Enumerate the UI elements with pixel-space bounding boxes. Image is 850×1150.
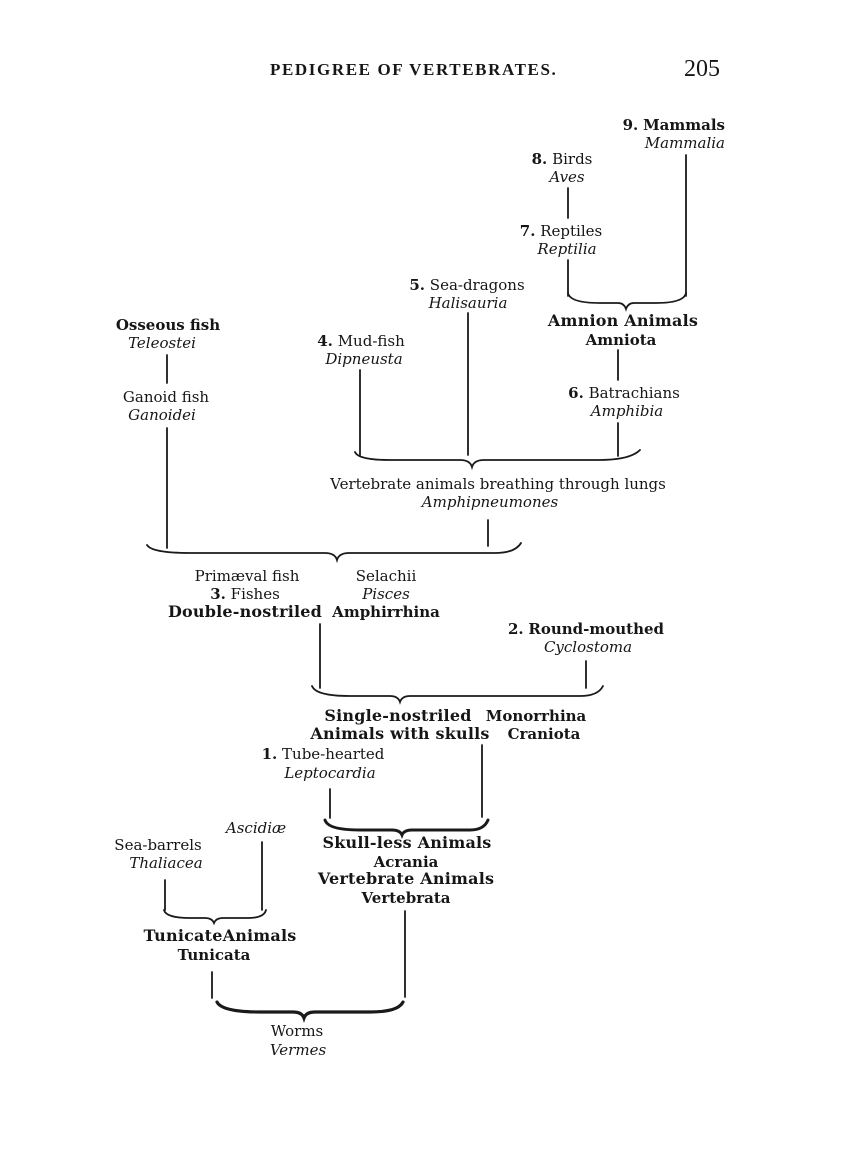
mud-fish-number: 4. — [317, 332, 333, 350]
tunicate-latin: Tunicata — [177, 946, 251, 964]
node-tube-hearted: 1. Tube-hearted — [262, 745, 385, 763]
single-nostriled-latin2: Craniota — [507, 725, 581, 743]
worms-latin: Vermes — [269, 1041, 327, 1059]
batrachians-name: Batrachians — [588, 384, 680, 402]
sea-barrels-name: Sea-barrels — [114, 836, 202, 854]
single-nostriled-line1: Single-nostriled — [324, 706, 472, 725]
vertebrate-animals-latin: Vertebrata — [361, 889, 451, 907]
tube-hearted-number: 1. — [261, 745, 278, 763]
single-nostriled-latin1: Monorrhina — [485, 707, 587, 725]
mud-fish-latin: Dipneusta — [325, 350, 403, 368]
brace-amnion — [567, 292, 687, 312]
skull-less-name: Skull-less Animals — [322, 833, 492, 852]
birds-latin: Aves — [549, 168, 585, 186]
vertebrate-animals-name: Vertebrate Animals — [317, 869, 495, 888]
birds-name: Birds — [552, 150, 593, 168]
round-mouthed-number: 2. — [507, 620, 524, 638]
node-batrachians: 6. Batrachians — [568, 384, 680, 402]
tube-hearted-name: Tube-hearted — [282, 745, 385, 763]
brace-lung-breathers — [354, 449, 641, 471]
ganoid-fish-name: Ganoid fish — [122, 388, 210, 406]
single-nostriled-line2: Animals with skulls — [310, 724, 490, 743]
skull-less-latin: Acrania — [373, 853, 439, 871]
page-number: 205 — [684, 56, 720, 82]
lung-breathers-name: Vertebrate animals breathing through lun… — [330, 475, 666, 493]
mammals-name: Mammals — [643, 116, 725, 134]
node-fishes: 3. Fishes — [210, 585, 280, 603]
fishes-name: Fishes — [230, 585, 280, 603]
node-mud-fish: 4. Mud-fish — [317, 332, 405, 350]
round-mouthed-name: Round-mouthed — [528, 620, 665, 638]
node-mammals: 9. Mammals — [623, 116, 725, 134]
brace-worms — [215, 1000, 405, 1024]
reptiles-name: Reptiles — [540, 222, 603, 240]
node-birds: 8. Birds — [532, 150, 593, 168]
primaeval-fish-name: Primæval fish — [194, 567, 300, 585]
sea-dragons-number: 5. — [409, 276, 426, 294]
node-round-mouthed: 2. Round-mouthed — [508, 620, 664, 638]
osseous-fish-latin: Teleostei — [128, 334, 196, 352]
amnion-name: Amnion Animals — [547, 311, 699, 330]
sea-barrels-latin: Thaliacea — [129, 854, 203, 872]
page-header-title: PEDIGREE OF VERTEBRATES. — [270, 60, 558, 79]
sea-dragons-name: Sea-dragons — [429, 276, 525, 294]
ascidiae-latin: Ascidiæ — [225, 819, 287, 837]
brace-single-nostriled — [311, 685, 604, 705]
reptiles-latin: Reptilia — [537, 240, 597, 258]
tube-hearted-latin: Leptocardia — [284, 764, 376, 782]
amnion-latin: Amniota — [585, 331, 657, 349]
selachii-name: Selachii — [355, 567, 417, 585]
worms-name: Worms — [270, 1022, 324, 1040]
brace-tunicate — [163, 909, 267, 926]
brace-skull-less — [323, 818, 490, 840]
mud-fish-name: Mud-fish — [337, 332, 405, 350]
batrachians-number: 6. — [568, 384, 584, 402]
batrachians-latin: Amphibia — [590, 402, 664, 420]
selachii-latin: Pisces — [362, 585, 410, 603]
double-nostriled-latin: Amphirrhina — [332, 603, 440, 621]
node-sea-dragons: 5. Sea-dragons — [409, 276, 524, 294]
fishes-number: 3. — [210, 585, 226, 603]
reptiles-number: 7. — [519, 222, 536, 240]
round-mouthed-latin: Cyclostoma — [543, 638, 633, 656]
mammals-latin: Mammalia — [644, 134, 725, 152]
lung-breathers-latin: Amphipneumones — [421, 493, 559, 511]
double-nostriled-name: Double-nostriled — [167, 602, 323, 621]
ganoid-fish-latin: Ganoidei — [128, 406, 196, 424]
brace-fishes — [146, 542, 522, 564]
birds-number: 8. — [531, 150, 548, 168]
tunicate-name: TunicateAnimals — [143, 926, 297, 945]
sea-dragons-latin: Halisauria — [428, 294, 508, 312]
mammals-number: 9. — [622, 116, 639, 134]
node-reptiles: 7. Reptiles — [520, 222, 602, 240]
osseous-fish-name: Osseous fish — [115, 316, 221, 334]
